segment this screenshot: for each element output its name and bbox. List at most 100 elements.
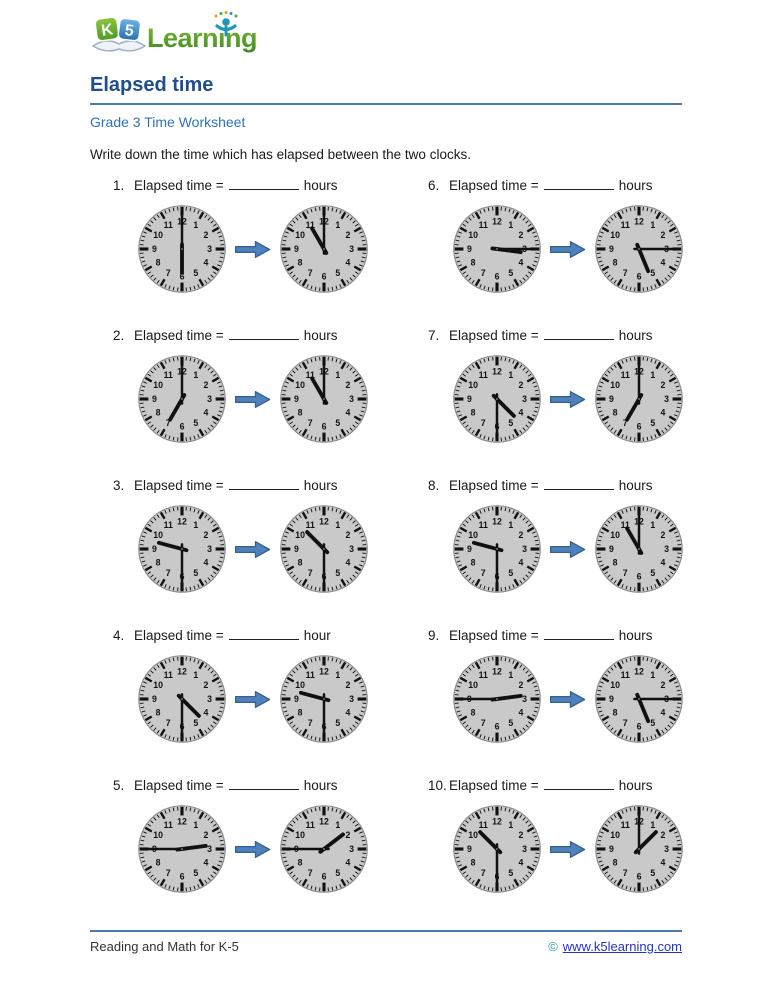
clock-numeral: 8 (471, 408, 476, 418)
clock-numeral: 8 (156, 708, 161, 718)
clock-numeral: 7 (481, 268, 486, 278)
clock-numeral: 10 (610, 680, 620, 690)
arrow-right-icon (234, 840, 271, 858)
clock-numeral: 6 (495, 272, 500, 282)
clock-numeral: 5 (193, 418, 198, 428)
clock-numeral: 2 (203, 830, 208, 840)
clock-numeral: 4 (203, 858, 208, 868)
clock-numeral: 5 (508, 568, 513, 578)
clock-numeral: 10 (153, 680, 163, 690)
five-badge-digit: 5 (124, 22, 135, 40)
clock-numeral: 2 (518, 530, 523, 540)
clock-numeral: 8 (471, 858, 476, 868)
problem-number: 9. (428, 628, 440, 643)
clock-numeral: 2 (660, 830, 665, 840)
answer-blank[interactable] (228, 176, 299, 190)
answer-blank[interactable] (228, 326, 299, 340)
clock-numeral: 7 (623, 868, 628, 878)
clock-numeral: 4 (203, 408, 208, 418)
problem-number: 6. (428, 178, 440, 193)
answer-blank[interactable] (228, 626, 299, 640)
clock-numeral: 7 (623, 568, 628, 578)
clock-numeral: 1 (335, 370, 340, 380)
clock-numeral: 10 (295, 830, 305, 840)
answer-blank[interactable] (543, 476, 614, 490)
footer-divider (90, 930, 682, 932)
clock-numeral: 9 (609, 394, 614, 404)
clock-numeral: 4 (518, 558, 523, 568)
clock-pair: 123456789101112123456789101112 (136, 653, 428, 745)
answer-blank[interactable] (543, 176, 614, 190)
clock-numeral: 12 (492, 216, 502, 226)
clock-numeral: 8 (613, 708, 618, 718)
clock-numeral: 5 (508, 868, 513, 878)
arrow-right-icon (549, 540, 586, 558)
prompt-text: Elapsed time = (449, 178, 539, 193)
unit-label: hour (303, 628, 331, 643)
k5learning-link[interactable]: www.k5learning.com (562, 939, 682, 954)
unit-label: hours (618, 478, 653, 493)
clock-numeral: 5 (193, 268, 198, 278)
clock-numeral: 9 (152, 394, 157, 404)
clock-numeral: 11 (479, 820, 488, 830)
arrow-right-icon (549, 840, 586, 858)
book-icon (92, 40, 147, 52)
clock-numeral: 12 (492, 666, 502, 676)
clock-numeral: 8 (471, 558, 476, 568)
clock-numeral: 4 (203, 558, 208, 568)
unit-label: hours (618, 778, 653, 793)
clock-numeral: 12 (319, 816, 329, 826)
clock-numeral: 11 (164, 670, 173, 680)
unit-label: hours (303, 778, 338, 793)
clock-numeral: 11 (479, 370, 488, 380)
problem-prompt-line: 1.Elapsed time =hours (113, 176, 428, 196)
answer-blank[interactable] (543, 326, 614, 340)
clock-numeral: 7 (308, 568, 313, 578)
clock-numeral: 1 (335, 820, 340, 830)
clock-numeral: 9 (609, 244, 614, 254)
clock-numeral: 8 (613, 258, 618, 268)
clock-numeral: 7 (308, 868, 313, 878)
clock-numeral: 8 (613, 858, 618, 868)
answer-blank[interactable] (543, 626, 614, 640)
problem-number: 8. (428, 478, 440, 493)
clock-numeral: 5 (508, 268, 513, 278)
clock-numeral: 5 (193, 868, 198, 878)
problem-number: 10. (428, 778, 447, 793)
clock-numeral: 6 (322, 422, 327, 432)
clock-numeral: 11 (479, 670, 488, 680)
clock-numeral: 12 (319, 666, 329, 676)
clock-numeral: 11 (164, 370, 173, 380)
clock-pair: 123456789101112123456789101112 (451, 503, 740, 595)
answer-blank[interactable] (228, 776, 299, 790)
clock-numeral: 2 (660, 230, 665, 240)
clock-numeral: 8 (156, 258, 161, 268)
prompt-text: Elapsed time = (134, 328, 224, 343)
clock-numeral: 9 (152, 244, 157, 254)
answer-blank[interactable] (543, 776, 614, 790)
clock-numeral: 11 (479, 520, 488, 530)
problem-2: 2.Elapsed time =hours1234567891011121234… (113, 326, 428, 476)
clock-numeral: 8 (613, 408, 618, 418)
clock-numeral: 2 (345, 530, 350, 540)
clock-numeral: 4 (518, 708, 523, 718)
clock-numeral: 9 (294, 544, 299, 554)
prompt-text: Elapsed time = (449, 628, 539, 643)
clock-numeral: 12 (177, 666, 187, 676)
problem-prompt-line: 10.Elapsed time =hours (428, 776, 740, 796)
clock-numeral: 8 (613, 558, 618, 568)
clock-numeral: 1 (193, 520, 198, 530)
clock-numeral: 3 (207, 394, 212, 404)
answer-blank[interactable] (228, 476, 299, 490)
arrow-right-icon (234, 540, 271, 558)
arrow-right-icon (234, 690, 271, 708)
unit-label: hours (618, 628, 653, 643)
k5-learning-logo: K 5 Learning (92, 11, 258, 53)
clock-numeral: 3 (349, 544, 354, 554)
clock-numeral: 12 (319, 516, 329, 526)
problem-prompt-line: 2.Elapsed time =hours (113, 326, 428, 346)
clock-numeral: 9 (609, 844, 614, 854)
